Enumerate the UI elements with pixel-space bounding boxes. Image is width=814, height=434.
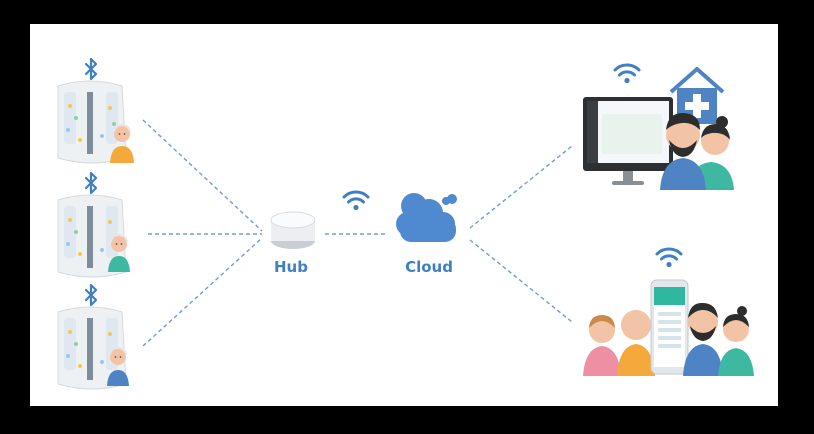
patient-avatar (110, 124, 134, 163)
family-member-2-avatar (617, 310, 655, 376)
hub-label: Hub (274, 258, 308, 276)
wifi-icon (655, 247, 683, 269)
wifi-icon (613, 63, 641, 85)
smartphone (650, 279, 689, 375)
family-node (583, 247, 754, 376)
smart-diaper-2 (57, 171, 130, 278)
desktop-monitor (583, 97, 673, 185)
patient-avatar (107, 347, 129, 386)
connector-diaper-3-hub (142, 237, 263, 347)
wifi-icon (342, 190, 370, 212)
hospital-icon (669, 67, 725, 124)
connector-lines (142, 119, 573, 347)
cloud-icon (396, 193, 457, 242)
bluetooth-icon (84, 171, 98, 195)
hub-node: Hub (270, 211, 316, 276)
cloud-node: Cloud (342, 190, 457, 276)
doctor-avatar (660, 112, 706, 190)
connector-cloud-desktop (469, 145, 573, 229)
family-member-3-avatar (683, 302, 723, 376)
bluetooth-icon (84, 283, 98, 307)
care-facility-node (583, 63, 734, 190)
family-member-4-avatar (718, 306, 754, 376)
cloud-label: Cloud (405, 258, 453, 276)
hub-device-icon (270, 211, 316, 249)
patient-avatar (108, 234, 130, 272)
connector-diaper-1-hub (142, 119, 263, 232)
smart-diaper-1 (57, 57, 134, 164)
bluetooth-icon (84, 57, 98, 81)
connector-cloud-smartphone (469, 239, 573, 323)
family-member-1-avatar (583, 315, 621, 376)
smart-diaper-3 (57, 283, 129, 390)
